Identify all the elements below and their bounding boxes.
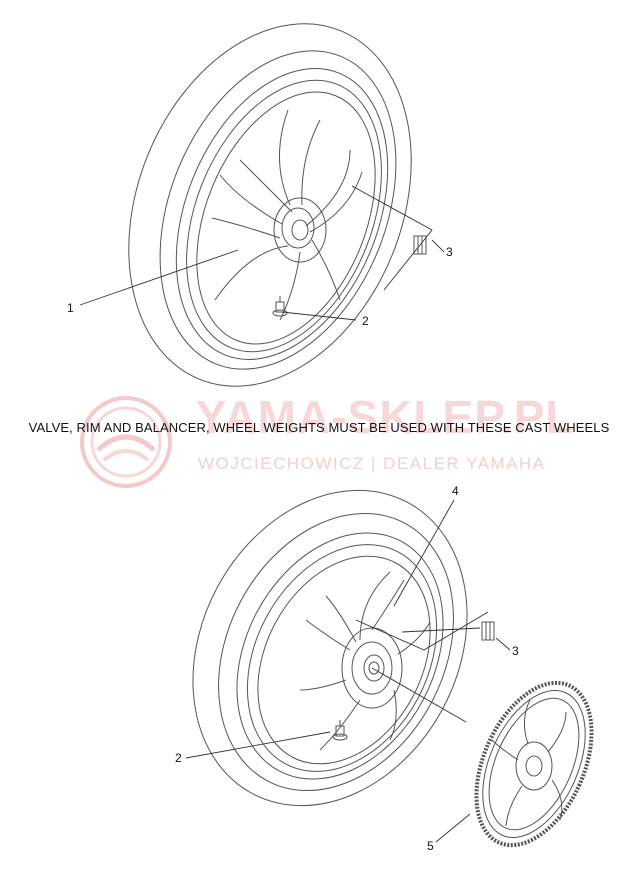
callout-weight-rear: 3 <box>512 644 519 658</box>
watermark-logo-icon <box>80 396 172 488</box>
callout-valve-rear: 2 <box>175 751 182 765</box>
rear-leaders <box>185 499 511 843</box>
rear-wheel-assembly <box>192 489 468 807</box>
rear-hub <box>341 627 403 709</box>
diagram-caption: VALVE, RIM AND BALANCER, WHEEL WEIGHTS M… <box>28 420 610 435</box>
front-valve <box>272 296 288 317</box>
front-balance-weight <box>413 235 427 255</box>
front-hub <box>281 207 315 249</box>
front-wheel-assembly <box>128 23 412 387</box>
callout-weight-front: 3 <box>446 245 453 259</box>
rear-rim <box>236 532 444 780</box>
rear-valve <box>332 720 348 741</box>
rear-balance-weight <box>481 621 495 641</box>
callout-sprocket: 5 <box>427 839 434 853</box>
watermark-title: YAMA-SKLEP.PL <box>196 391 575 443</box>
front-tire <box>128 23 412 387</box>
callout-rear-wheel: 4 <box>452 484 459 498</box>
rear-sprocket <box>474 680 594 848</box>
front-rim <box>175 68 389 360</box>
callout-valve-front: 2 <box>362 314 369 328</box>
watermark-subtitle: WOJCIECHOWICZ | DEALER YAMAHA <box>198 454 546 473</box>
callout-front-wheel: 1 <box>67 301 74 315</box>
front-leaders <box>79 185 445 321</box>
rear-tire <box>192 489 468 807</box>
